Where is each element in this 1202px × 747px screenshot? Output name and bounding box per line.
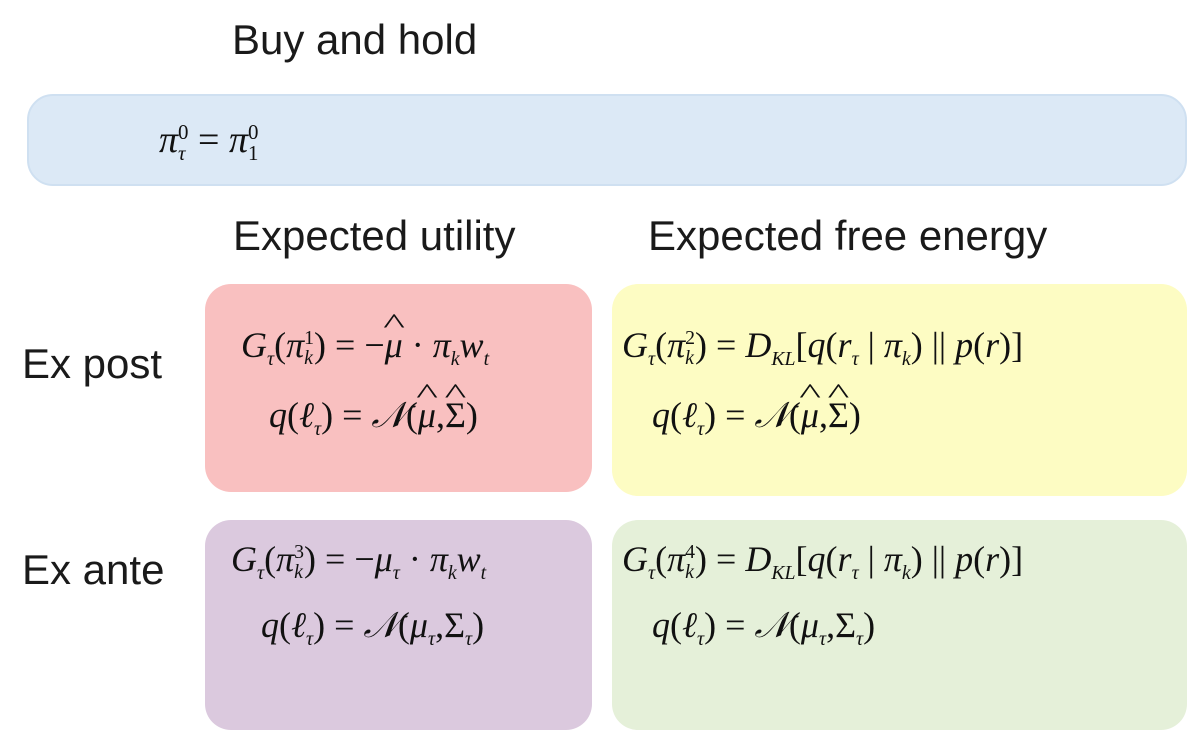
efe-ante-belief: q(ℓτ) = 𝒩(μτ,Στ) bbox=[652, 605, 876, 651]
eu-post-belief: q(ℓτ) = 𝒩(μ,Σ) bbox=[269, 394, 478, 439]
heading-expected-utility: Expected utility bbox=[233, 212, 516, 259]
heading-buy-and-hold: Buy and hold bbox=[232, 16, 478, 63]
eu-ante-belief: q(ℓτ) = 𝒩(μτ,Στ) bbox=[261, 605, 485, 651]
row-label-ex-post: Ex post bbox=[22, 340, 163, 387]
heading-expected-free-energy: Expected free energy bbox=[648, 212, 1048, 259]
ex-post-utility-box: Gτ(π1k) = −μ · πkwt q(ℓτ) = 𝒩(μ,Σ) bbox=[205, 284, 592, 492]
row-label-ex-ante: Ex ante bbox=[22, 546, 165, 593]
efe-post-belief: q(ℓτ) = 𝒩(μ,Σ) bbox=[652, 394, 861, 439]
eu-post-objective: Gτ(π1k) = −μ · πkwt bbox=[241, 324, 489, 369]
